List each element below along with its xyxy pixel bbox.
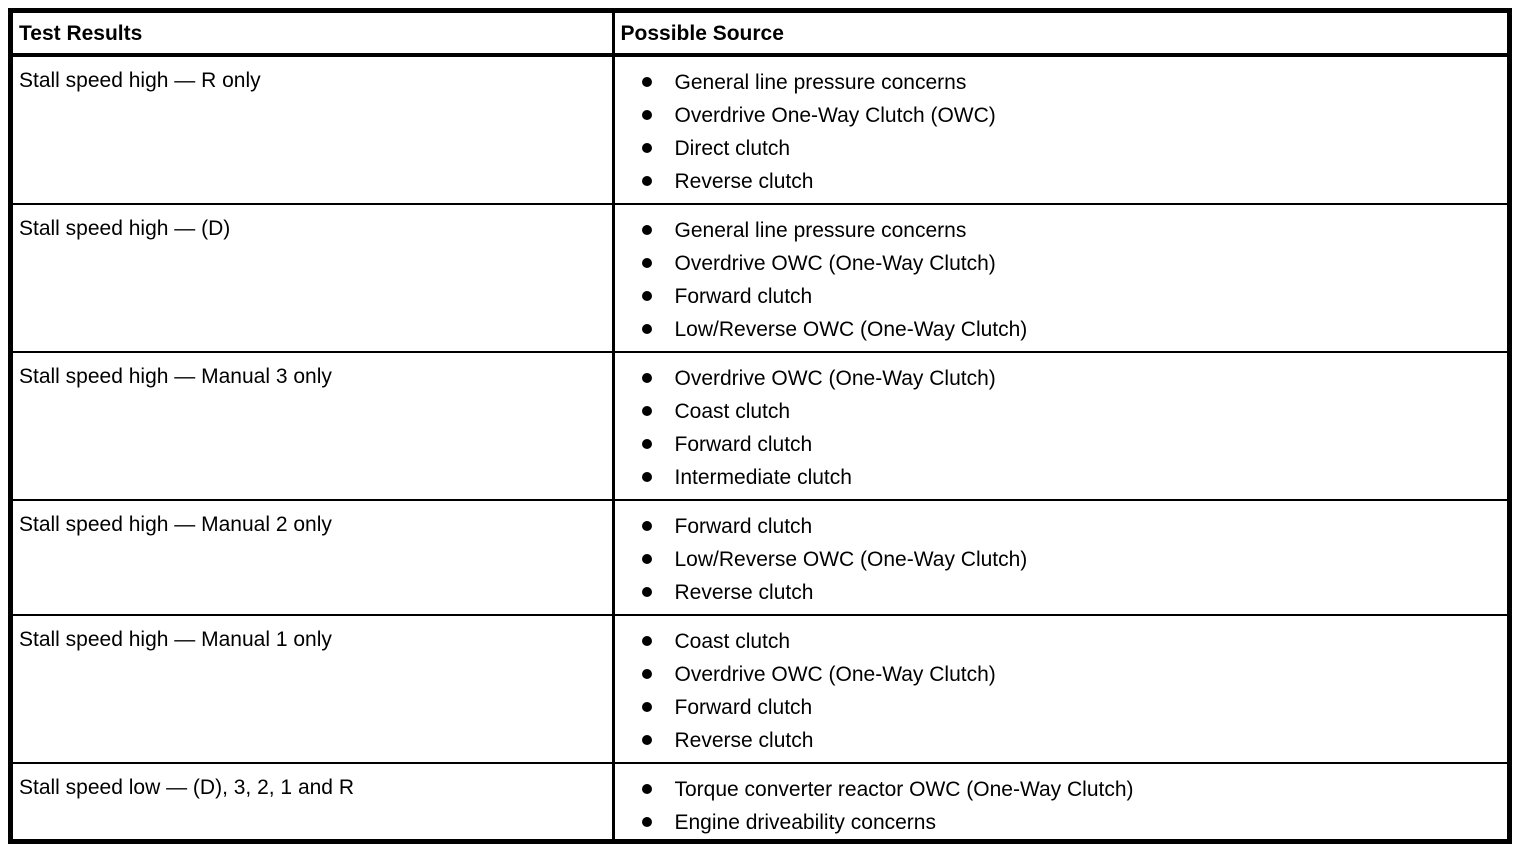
test-result-cell: Stall speed high — Manual 1 only	[13, 614, 613, 763]
stall-speed-diagnostic-table: Test Results Possible Source Stall speed…	[8, 8, 1512, 844]
list-item: Forward clutch	[641, 691, 1500, 724]
source-text: Forward clutch	[674, 433, 813, 456]
bullet-icon	[641, 324, 652, 334]
test-result-text: Stall speed low — (D), 3, 2, 1 and R	[19, 776, 354, 799]
possible-source-cell: General line pressure concerns Overdrive…	[611, 54, 1507, 204]
source-list: General line pressure concerns Overdrive…	[641, 66, 1500, 198]
list-item: Low/Reverse OWC (One-Way Clutch)	[641, 543, 1500, 576]
bullet-icon	[641, 439, 652, 449]
test-result-text: Stall speed high — Manual 2 only	[19, 513, 332, 536]
header-test-results: Test Results	[13, 13, 613, 57]
source-text: Forward clutch	[674, 696, 813, 719]
list-item: Torque converter reactor OWC (One-Way Cl…	[641, 773, 1500, 806]
table-row: Stall speed high — R only General line p…	[13, 54, 1507, 204]
source-text: Overdrive OWC (One-Way Clutch)	[674, 367, 996, 390]
bullet-icon	[641, 521, 652, 531]
source-list: Coast clutch Overdrive OWC (One-Way Clut…	[641, 625, 1500, 757]
list-item: Reverse clutch	[641, 165, 1500, 198]
list-item: Direct clutch	[641, 132, 1500, 165]
diagnostic-table: Test Results Possible Source Stall speed…	[13, 13, 1507, 839]
bullet-icon	[641, 817, 652, 827]
list-item: Overdrive OWC (One-Way Clutch)	[641, 658, 1500, 691]
list-item: Forward clutch	[641, 280, 1500, 313]
source-list: Overdrive OWC (One-Way Clutch) Coast clu…	[641, 362, 1500, 494]
source-text: Intermediate clutch	[674, 466, 852, 489]
bullet-icon	[641, 735, 652, 745]
test-result-cell: Stall speed high — Manual 2 only	[13, 499, 613, 615]
list-item: Reverse clutch	[641, 576, 1500, 609]
possible-source-cell: Torque converter reactor OWC (One-Way Cl…	[611, 762, 1507, 839]
source-text: Coast clutch	[674, 630, 791, 653]
source-list: Forward clutch Low/Reverse OWC (One-Way …	[641, 510, 1500, 609]
possible-source-cell: Overdrive OWC (One-Way Clutch) Coast clu…	[611, 351, 1507, 500]
source-text: General line pressure concerns	[674, 71, 967, 94]
possible-source-cell: Coast clutch Overdrive OWC (One-Way Clut…	[611, 614, 1507, 763]
source-text: Direct clutch	[674, 137, 791, 160]
bullet-icon	[641, 176, 652, 186]
bullet-icon	[641, 587, 652, 597]
test-result-text: Stall speed high — (D)	[19, 217, 231, 240]
source-text: Low/Reverse OWC (One-Way Clutch)	[674, 318, 1028, 341]
table-row: Stall speed low — (D), 3, 2, 1 and R Tor…	[13, 762, 1507, 839]
source-text: Torque converter reactor OWC (One-Way Cl…	[674, 778, 1134, 801]
list-item: Coast clutch	[641, 625, 1500, 658]
bullet-icon	[641, 110, 652, 120]
test-result-text: Stall speed high — Manual 3 only	[19, 365, 332, 388]
test-result-text: Stall speed high — R only	[19, 69, 261, 92]
list-item: General line pressure concerns	[641, 66, 1500, 99]
source-text: Overdrive One-Way Clutch (OWC)	[674, 104, 996, 127]
source-text: General line pressure concerns	[674, 219, 967, 242]
bullet-icon	[641, 225, 652, 235]
source-text: Engine driveability concerns	[674, 811, 936, 834]
source-list: Torque converter reactor OWC (One-Way Cl…	[641, 773, 1500, 839]
test-result-cell: Stall speed low — (D), 3, 2, 1 and R	[13, 762, 613, 839]
table-body: Stall speed high — R only General line p…	[13, 54, 1507, 839]
bullet-icon	[641, 373, 652, 383]
source-text: Forward clutch	[674, 285, 813, 308]
table-row: Stall speed high — (D) General line pres…	[13, 203, 1507, 352]
list-item: Intermediate clutch	[641, 461, 1500, 494]
test-result-cell: Stall speed high — Manual 3 only	[13, 351, 613, 500]
source-text: Reverse clutch	[674, 729, 814, 752]
list-item: Engine driveability concerns	[641, 806, 1500, 839]
bullet-icon	[641, 143, 652, 153]
bullet-icon	[641, 472, 652, 482]
test-result-cell: Stall speed high — (D)	[13, 203, 613, 352]
bullet-icon	[641, 784, 652, 794]
source-text: Low/Reverse OWC (One-Way Clutch)	[674, 548, 1028, 571]
source-text: Reverse clutch	[674, 581, 814, 604]
bullet-icon	[641, 636, 652, 646]
source-text: Overdrive OWC (One-Way Clutch)	[674, 663, 996, 686]
header-possible-source: Possible Source	[611, 13, 1507, 57]
source-text: Overdrive OWC (One-Way Clutch)	[674, 252, 996, 275]
list-item: Low/Reverse OWC (One-Way Clutch)	[641, 313, 1500, 346]
source-text: Forward clutch	[674, 515, 813, 538]
list-item: Reverse clutch	[641, 724, 1500, 757]
source-text: Coast clutch	[674, 400, 791, 423]
bullet-icon	[641, 702, 652, 712]
bullet-icon	[641, 669, 652, 679]
bullet-icon	[641, 554, 652, 564]
test-result-cell: Stall speed high — R only	[13, 54, 613, 204]
test-result-text: Stall speed high — Manual 1 only	[19, 628, 332, 651]
table-row: Stall speed high — Manual 1 only Coast c…	[13, 614, 1507, 763]
list-item: Overdrive OWC (One-Way Clutch)	[641, 247, 1500, 280]
table-row: Stall speed high — Manual 3 only Overdri…	[13, 351, 1507, 500]
possible-source-cell: General line pressure concerns Overdrive…	[611, 203, 1507, 352]
header-row: Test Results Possible Source	[13, 13, 1507, 57]
list-item: Forward clutch	[641, 510, 1500, 543]
bullet-icon	[641, 406, 652, 416]
bullet-icon	[641, 77, 652, 87]
source-list: General line pressure concerns Overdrive…	[641, 214, 1500, 346]
list-item: Forward clutch	[641, 428, 1500, 461]
table-row: Stall speed high — Manual 2 only Forward…	[13, 499, 1507, 615]
list-item: Overdrive OWC (One-Way Clutch)	[641, 362, 1500, 395]
list-item: Coast clutch	[641, 395, 1500, 428]
possible-source-cell: Forward clutch Low/Reverse OWC (One-Way …	[611, 499, 1507, 615]
list-item: General line pressure concerns	[641, 214, 1500, 247]
bullet-icon	[641, 291, 652, 301]
bullet-icon	[641, 258, 652, 268]
list-item: Overdrive One-Way Clutch (OWC)	[641, 99, 1500, 132]
source-text: Reverse clutch	[674, 170, 814, 193]
